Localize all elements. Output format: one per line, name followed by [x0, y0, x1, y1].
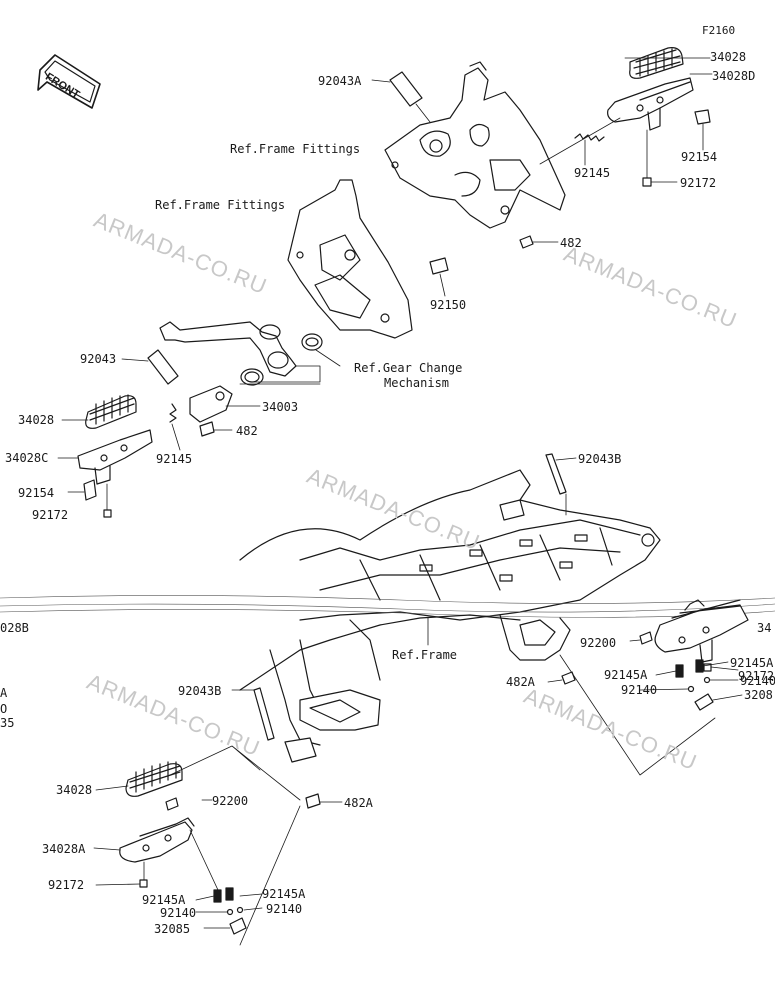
label-34028D: 34028D — [712, 69, 756, 83]
label-92145A-bottom-1: 92145A — [142, 893, 186, 907]
lever-34003 — [189, 385, 261, 423]
label-32085: 32085 — [154, 922, 191, 936]
label-92145A-right-1: 92145A — [604, 668, 648, 682]
label-92145A-right-2: 92145A — [730, 656, 774, 670]
pin-92043B-bottom — [253, 687, 275, 741]
label-92043B-top: 92043B — [578, 452, 622, 466]
footpeg-left — [57, 429, 153, 485]
label-92172-lower-right: 92172 — [738, 669, 775, 683]
pin-92043 — [121, 349, 179, 385]
label-92172-right: 92172 — [680, 176, 717, 190]
label-34-cut: 34 — [757, 621, 772, 635]
label-92145A-bottom-2: 92145A — [262, 887, 306, 901]
diagram-code: F2160 — [702, 24, 736, 37]
label-34028A: 34028A — [42, 842, 86, 856]
footpeg-lower-right — [629, 599, 749, 711]
label-ref-gear-change: Ref.Gear Change — [354, 361, 463, 375]
label-92140-bottom-2: 92140 — [266, 902, 303, 916]
footpeg-lower-left — [119, 761, 247, 935]
label-34028-left: 34028 — [18, 413, 55, 427]
footpeg-rubber-top-right — [629, 47, 684, 79]
footpeg-rubber-left — [61, 394, 137, 429]
main-frame — [239, 469, 661, 621]
label-92200-right: 92200 — [580, 636, 617, 650]
label-482A-bottom: 482A — [344, 796, 373, 810]
label-92154-right: 92154 — [681, 150, 718, 164]
label-cut-35: 35 — [0, 716, 15, 730]
pin-92043B-top — [545, 453, 567, 495]
label-92140-right-1: 92140 — [621, 683, 658, 697]
label-92145-right: 92145 — [574, 166, 611, 180]
bolt-92154-left — [83, 479, 97, 501]
clip-482-top — [519, 235, 559, 249]
clip-482A-bottom — [305, 793, 321, 809]
label-92172-left: 92172 — [32, 508, 69, 522]
washer-lower — [240, 368, 264, 386]
label-34028B-cut: 028B — [0, 621, 29, 635]
washer-upper — [301, 333, 323, 351]
bolt-92172-top-right — [642, 129, 678, 187]
label-92043A: 92043A — [318, 74, 362, 88]
label-cut-a: A — [0, 686, 8, 700]
bolt-92172-left — [103, 509, 112, 518]
label-92140-bottom-1: 92140 — [160, 906, 197, 920]
label-34028-top-right: 34028 — [710, 50, 747, 64]
label-ref-frame: Ref.Frame — [392, 648, 458, 662]
clip-482-mid — [199, 421, 215, 437]
label-92172-bottom: 92172 — [48, 878, 85, 892]
label-34028C: 34028C — [5, 451, 49, 465]
bolt-92150 — [429, 257, 449, 297]
label-92150: 92150 — [430, 298, 467, 312]
label-482-top: 482 — [560, 236, 582, 250]
pin-92043A — [371, 71, 431, 123]
label-92145-left: 92145 — [156, 452, 193, 466]
bolt-92154-top-right — [694, 109, 711, 151]
lower-frame — [239, 614, 571, 763]
label-482-mid: 482 — [236, 424, 258, 438]
tear-band — [0, 595, 775, 618]
label-mechanism: Mechanism — [384, 376, 450, 390]
spring-92145-right — [574, 133, 605, 166]
footpeg-top-right — [607, 57, 713, 131]
label-92200-bottom: 92200 — [212, 794, 249, 808]
label-ref-frame-fittings-2: Ref.Frame Fittings — [155, 198, 286, 212]
label-cut-o: O — [0, 702, 8, 716]
label-92154-left: 92154 — [18, 486, 55, 500]
label-ref-frame-fittings-1: Ref.Frame Fittings — [230, 142, 361, 156]
gear-change-pedal — [159, 321, 297, 377]
label-92043: 92043 — [80, 352, 117, 366]
frame-fitting-left — [287, 179, 413, 339]
front-arrow-icon — [37, 54, 101, 109]
spring-92145-left — [169, 403, 177, 423]
label-3208-cut: 3208 — [744, 688, 773, 702]
label-482A-right: 482A — [506, 675, 535, 689]
clip-482A-right — [561, 671, 576, 685]
label-92043B-bottom: 92043B — [178, 684, 222, 698]
label-92140-right-2: 92140 — [740, 674, 775, 688]
label-34028-bottom: 34028 — [56, 783, 93, 797]
label-34003: 34003 — [262, 400, 299, 414]
frame-fitting-upper-right — [384, 61, 566, 229]
